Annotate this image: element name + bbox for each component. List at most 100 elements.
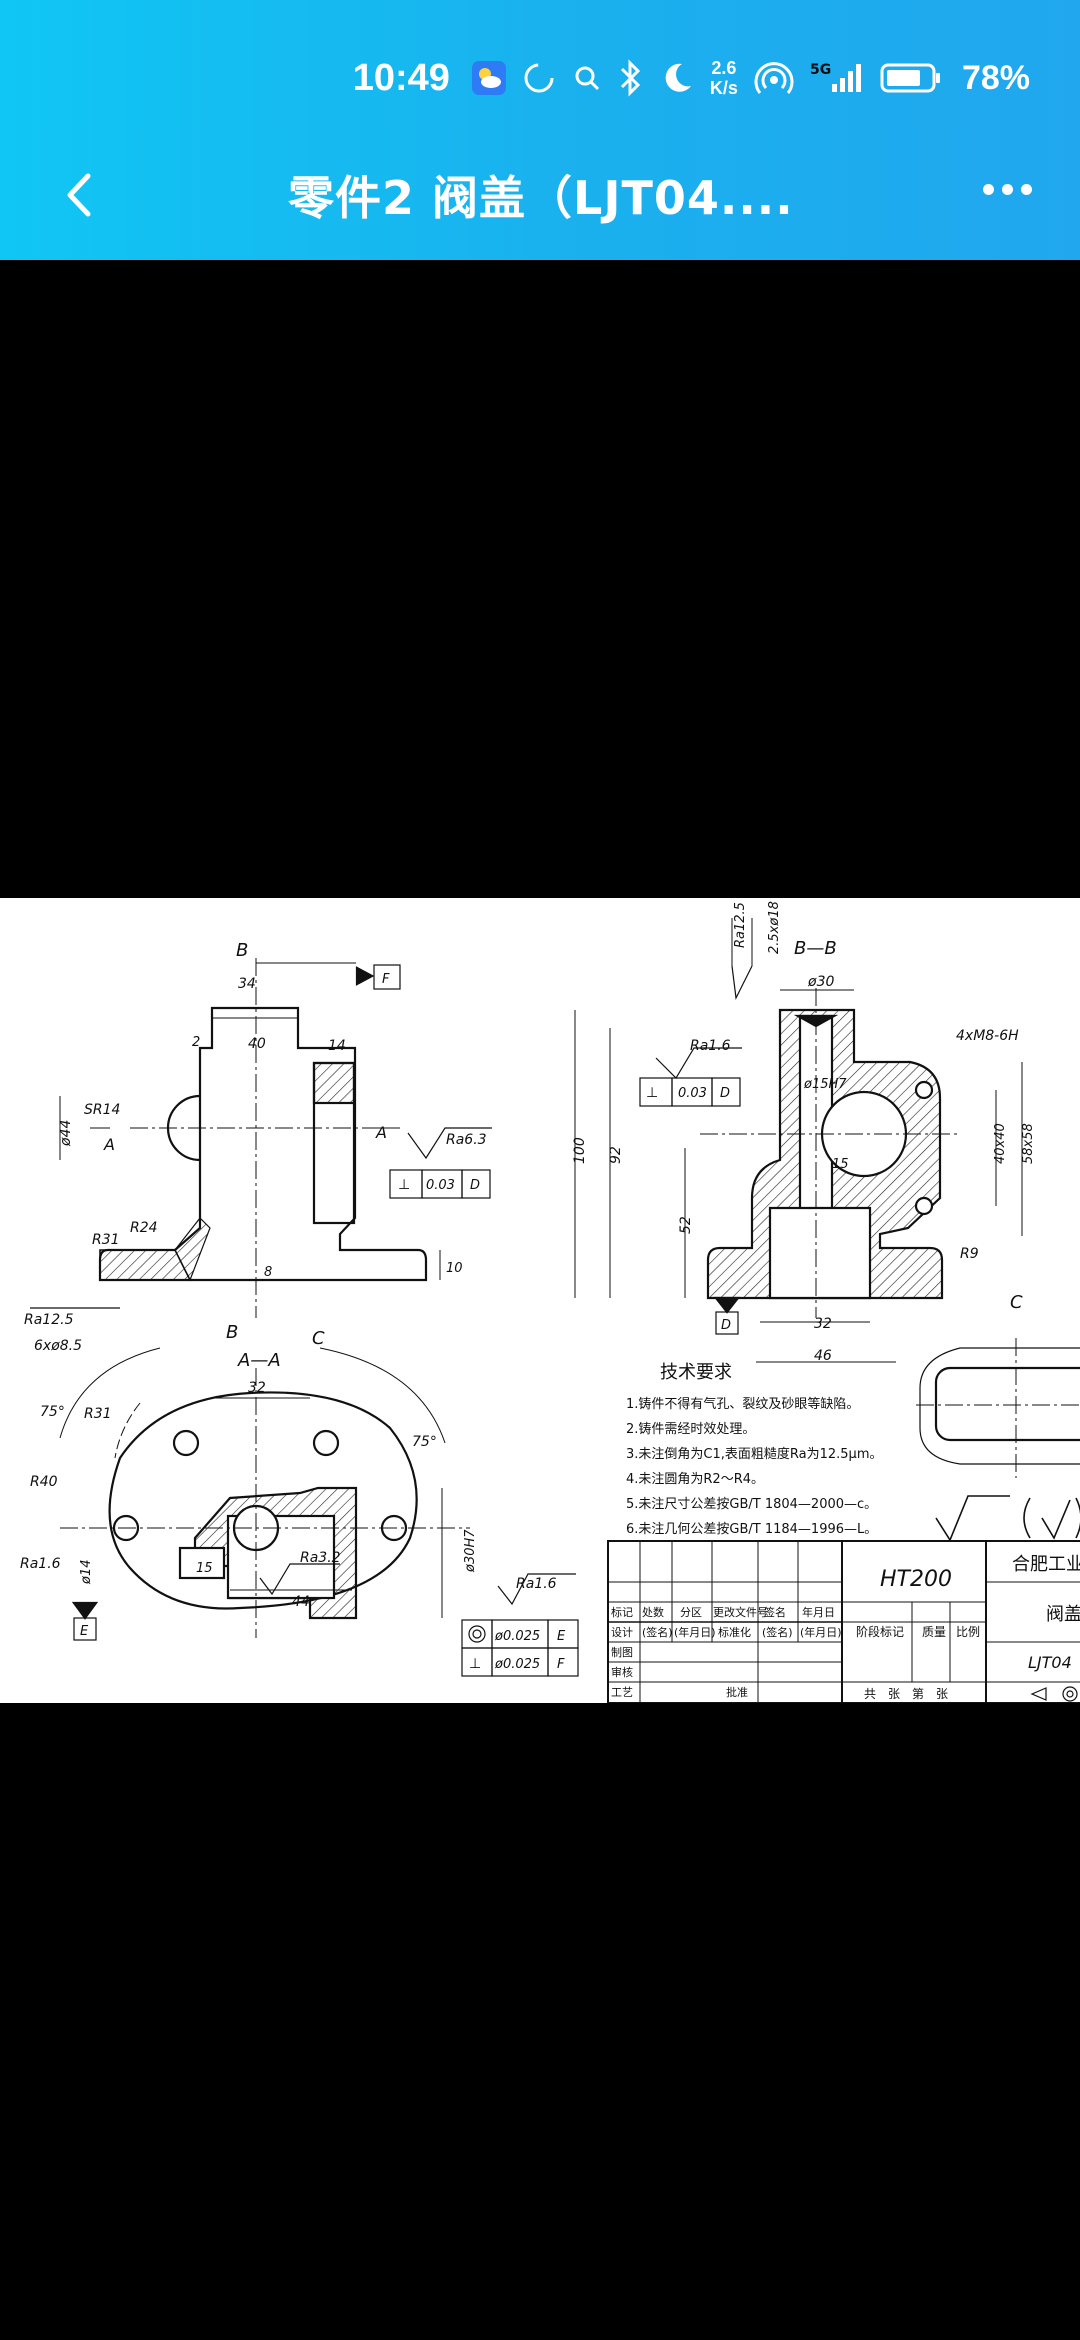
roughness-ra32: Ra3.2 bbox=[300, 1550, 341, 1566]
cell-signal-icon: 5G bbox=[810, 60, 864, 96]
weather-icon bbox=[471, 61, 506, 95]
dim-58x58: 58x58 bbox=[1021, 1123, 1036, 1164]
stage-label: 阶段标记 bbox=[856, 1624, 904, 1639]
engineering-drawing[interactable]: 34 40 14 2 SR14 ø44 R31 R24 8 10 Ra12.5 … bbox=[0, 898, 1080, 1703]
tb-cell: (签名) bbox=[642, 1625, 673, 1639]
dim-phi30h7: ø30H7 bbox=[463, 1529, 478, 1573]
roughness-ra125-bb: Ra12.5 bbox=[733, 902, 748, 948]
chevron-left-icon bbox=[67, 173, 91, 217]
angle-75-right: 75° bbox=[412, 1434, 437, 1450]
thread-4xm8: 4xM8-6H bbox=[956, 1028, 1019, 1044]
front-view bbox=[30, 958, 492, 1318]
dim-r31: R31 bbox=[92, 1232, 120, 1248]
roughness-ra125: Ra12.5 bbox=[24, 1312, 74, 1328]
dim-14: 14 bbox=[328, 1038, 346, 1054]
tb-cell: 设计 bbox=[611, 1626, 633, 1639]
dim-52: 52 bbox=[678, 1216, 694, 1234]
roughness-ra16-aa: Ra1.6 bbox=[20, 1556, 61, 1572]
bluetooth-icon bbox=[618, 59, 644, 97]
tolerance-0025-f: ø0.025 bbox=[494, 1657, 540, 1672]
section-aa-label: A—A bbox=[237, 1350, 281, 1371]
dim-92: 92 bbox=[608, 1146, 624, 1164]
more-dot-icon bbox=[1002, 184, 1013, 195]
tb-cell: 批准 bbox=[726, 1685, 748, 1699]
top-bar: 10:49 2.6 K/s 5G 78% bbox=[0, 0, 1080, 260]
datum-e-ref: E bbox=[557, 1629, 566, 1644]
tech-requirements: 技术要求 1.铸件不得有气孔、裂纹及砂眼等缺陷。 2.铸件需经时效处理。 3.未… bbox=[626, 1362, 882, 1537]
front-view-dims: 34 40 14 2 SR14 ø44 R31 R24 8 10 Ra12.5 … bbox=[24, 940, 487, 1354]
dim-2-5x18: 2.5xø18 bbox=[767, 901, 782, 954]
dim-32-bb: 32 bbox=[814, 1316, 832, 1332]
dim-44: 44 bbox=[292, 1594, 310, 1610]
scale-label: 比例 bbox=[956, 1625, 980, 1639]
roughness-ra63: Ra6.3 bbox=[446, 1132, 487, 1148]
tech-item: 1.铸件不得有气孔、裂纹及砂眼等缺陷。 bbox=[626, 1396, 859, 1412]
section-aa-view bbox=[59, 1347, 579, 1677]
section-bb-label: B—B bbox=[794, 938, 837, 959]
view-c-label: C bbox=[1010, 1292, 1023, 1313]
material: HT200 bbox=[880, 1567, 952, 1592]
tech-item: 4.未注圆角为R2～R4。 bbox=[626, 1472, 764, 1487]
dim-8: 8 bbox=[264, 1265, 272, 1280]
section-mark-a-left: A bbox=[103, 1135, 115, 1154]
tech-title: 技术要求 bbox=[660, 1362, 732, 1383]
datum-e: E bbox=[80, 1624, 89, 1639]
dim-phi14: ø14 bbox=[79, 1560, 94, 1586]
dim-6-holes: 6xø8.5 bbox=[34, 1338, 82, 1354]
tb-cell: 处数 bbox=[642, 1606, 664, 1619]
tb-cell: 更改文件号 bbox=[713, 1605, 768, 1619]
dim-32-aa: 32 bbox=[248, 1380, 266, 1396]
dim-r40: R40 bbox=[30, 1474, 58, 1490]
tech-item: 6.未注几何公差按GB/T 1184—1996—L。 bbox=[626, 1521, 877, 1537]
status-bar: 10:49 2.6 K/s 5G 78% bbox=[353, 52, 1030, 104]
battery-icon bbox=[880, 62, 942, 94]
tb-cell: 工艺 bbox=[611, 1686, 633, 1699]
hotspot-icon bbox=[754, 60, 794, 96]
dim-sr14: SR14 bbox=[84, 1102, 120, 1118]
dim-phi44: ø44 bbox=[58, 1120, 74, 1147]
more-options-button[interactable] bbox=[983, 184, 1032, 195]
section-aa-dims: A—A 32 75° 75° R31 R40 Ra3.2 44 15 Ra1.6… bbox=[20, 1350, 566, 1672]
tb-cell: 签名 bbox=[764, 1605, 786, 1619]
more-dot-icon bbox=[983, 184, 994, 195]
view-c bbox=[916, 1338, 1080, 1478]
tb-cell: 年月日 bbox=[802, 1605, 835, 1619]
back-button[interactable] bbox=[54, 168, 108, 222]
tolerance-0025-e: ø0.025 bbox=[494, 1629, 540, 1644]
dim-phi30: ø30 bbox=[807, 974, 834, 990]
datum-d-ref: D bbox=[470, 1178, 480, 1193]
dim-10: 10 bbox=[446, 1261, 463, 1276]
section-mark-a-right: A bbox=[375, 1123, 387, 1142]
section-mark-b-bottom: B bbox=[226, 1322, 238, 1343]
dim-34: 34 bbox=[238, 976, 256, 992]
view-mark-c: C bbox=[312, 1328, 325, 1349]
tb-cell: 分区 bbox=[680, 1606, 702, 1619]
roughness-ra16-right: Ra1.6 bbox=[516, 1576, 557, 1592]
tb-cell: (年月日) bbox=[674, 1625, 716, 1639]
datum-d: D bbox=[721, 1318, 731, 1333]
search-icon bbox=[572, 63, 602, 93]
battery-percent: 78% bbox=[961, 58, 1030, 97]
dim-15-aa: 15 bbox=[196, 1561, 213, 1576]
perpendicular-symbol: ⊥ bbox=[398, 1177, 410, 1193]
section-bb-view bbox=[574, 918, 1023, 1363]
tb-cell: (年月日) bbox=[800, 1625, 842, 1639]
sheets-label: 共 张 第 张 bbox=[864, 1687, 948, 1701]
part-name: 阀盖 bbox=[1046, 1604, 1080, 1625]
company-name: 合肥工业 bbox=[1012, 1554, 1080, 1575]
drawing-number: LJT04 bbox=[1028, 1653, 1072, 1672]
dim-r9: R9 bbox=[960, 1246, 979, 1262]
section-mark-b-top: B bbox=[236, 940, 248, 961]
perpendicular-symbol-bb: ⊥ bbox=[646, 1085, 658, 1101]
tolerance-003-bb: 0.03 bbox=[678, 1086, 707, 1101]
tb-cell: (签名) bbox=[762, 1625, 793, 1639]
dim-100: 100 bbox=[572, 1137, 588, 1164]
tb-cell: 标记 bbox=[611, 1605, 633, 1619]
tolerance-003: 0.03 bbox=[426, 1178, 455, 1193]
tb-cell: 制图 bbox=[611, 1646, 633, 1659]
perpendicular-symbol-2: ⊥ bbox=[469, 1656, 481, 1672]
tech-item: 5.未注尺寸公差按GB/T 1804—2000—c。 bbox=[626, 1497, 877, 1512]
drawing-canvas: 34 40 14 2 SR14 ø44 R31 R24 8 10 Ra12.5 … bbox=[20, 901, 1080, 1703]
tb-cell: 标准化 bbox=[718, 1625, 751, 1639]
dim-r31-aa: R31 bbox=[84, 1406, 112, 1422]
